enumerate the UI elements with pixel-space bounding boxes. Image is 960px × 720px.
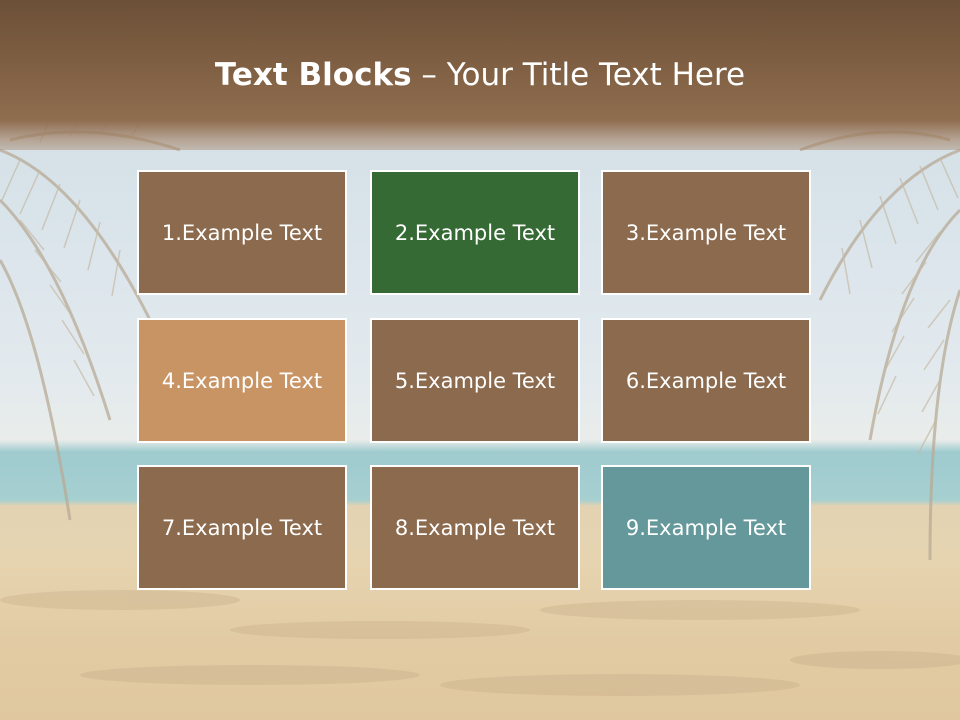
text-block-4: 4.Example Text: [137, 318, 347, 443]
text-block-5: 5.Example Text: [370, 318, 580, 443]
text-block-3: 3.Example Text: [601, 170, 811, 295]
text-block-2: 2.Example Text: [370, 170, 580, 295]
title-bold: Text Blocks: [214, 57, 412, 93]
text-block-9: 9.Example Text: [601, 465, 811, 590]
text-block-6: 6.Example Text: [601, 318, 811, 443]
palm-leaves-right: [799, 130, 960, 561]
text-block-8: 8.Example Text: [370, 465, 580, 590]
text-blocks-grid: 1.Example Text 2.Example Text 3.Example …: [137, 170, 817, 594]
title-dash: –: [411, 57, 447, 93]
title-rest: Your Title Text Here: [446, 57, 746, 93]
sand-shadows: [0, 590, 960, 696]
text-block-1: 1.Example Text: [137, 170, 347, 295]
text-block-7: 7.Example Text: [137, 465, 347, 590]
slide-title: Text Blocks – Your Title Text Here: [0, 52, 960, 98]
title-band: [0, 0, 960, 150]
